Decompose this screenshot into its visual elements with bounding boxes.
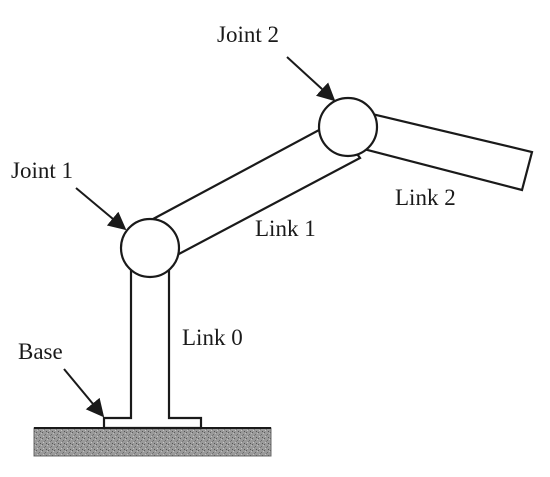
ground [33, 427, 272, 457]
base-arrow [63, 368, 105, 418]
joint1-label: Joint 1 [11, 158, 73, 183]
joint2-circle [317, 96, 379, 158]
link2-label: Link 2 [395, 185, 456, 210]
base-label: Base [18, 339, 63, 364]
link1-label: Link 1 [255, 216, 316, 241]
joint1-arrow [75, 187, 127, 231]
joint1-circle [119, 217, 181, 279]
joint2-label: Joint 2 [217, 22, 279, 47]
joint2-arrow [286, 56, 336, 102]
link0-label: Link 0 [182, 325, 243, 350]
